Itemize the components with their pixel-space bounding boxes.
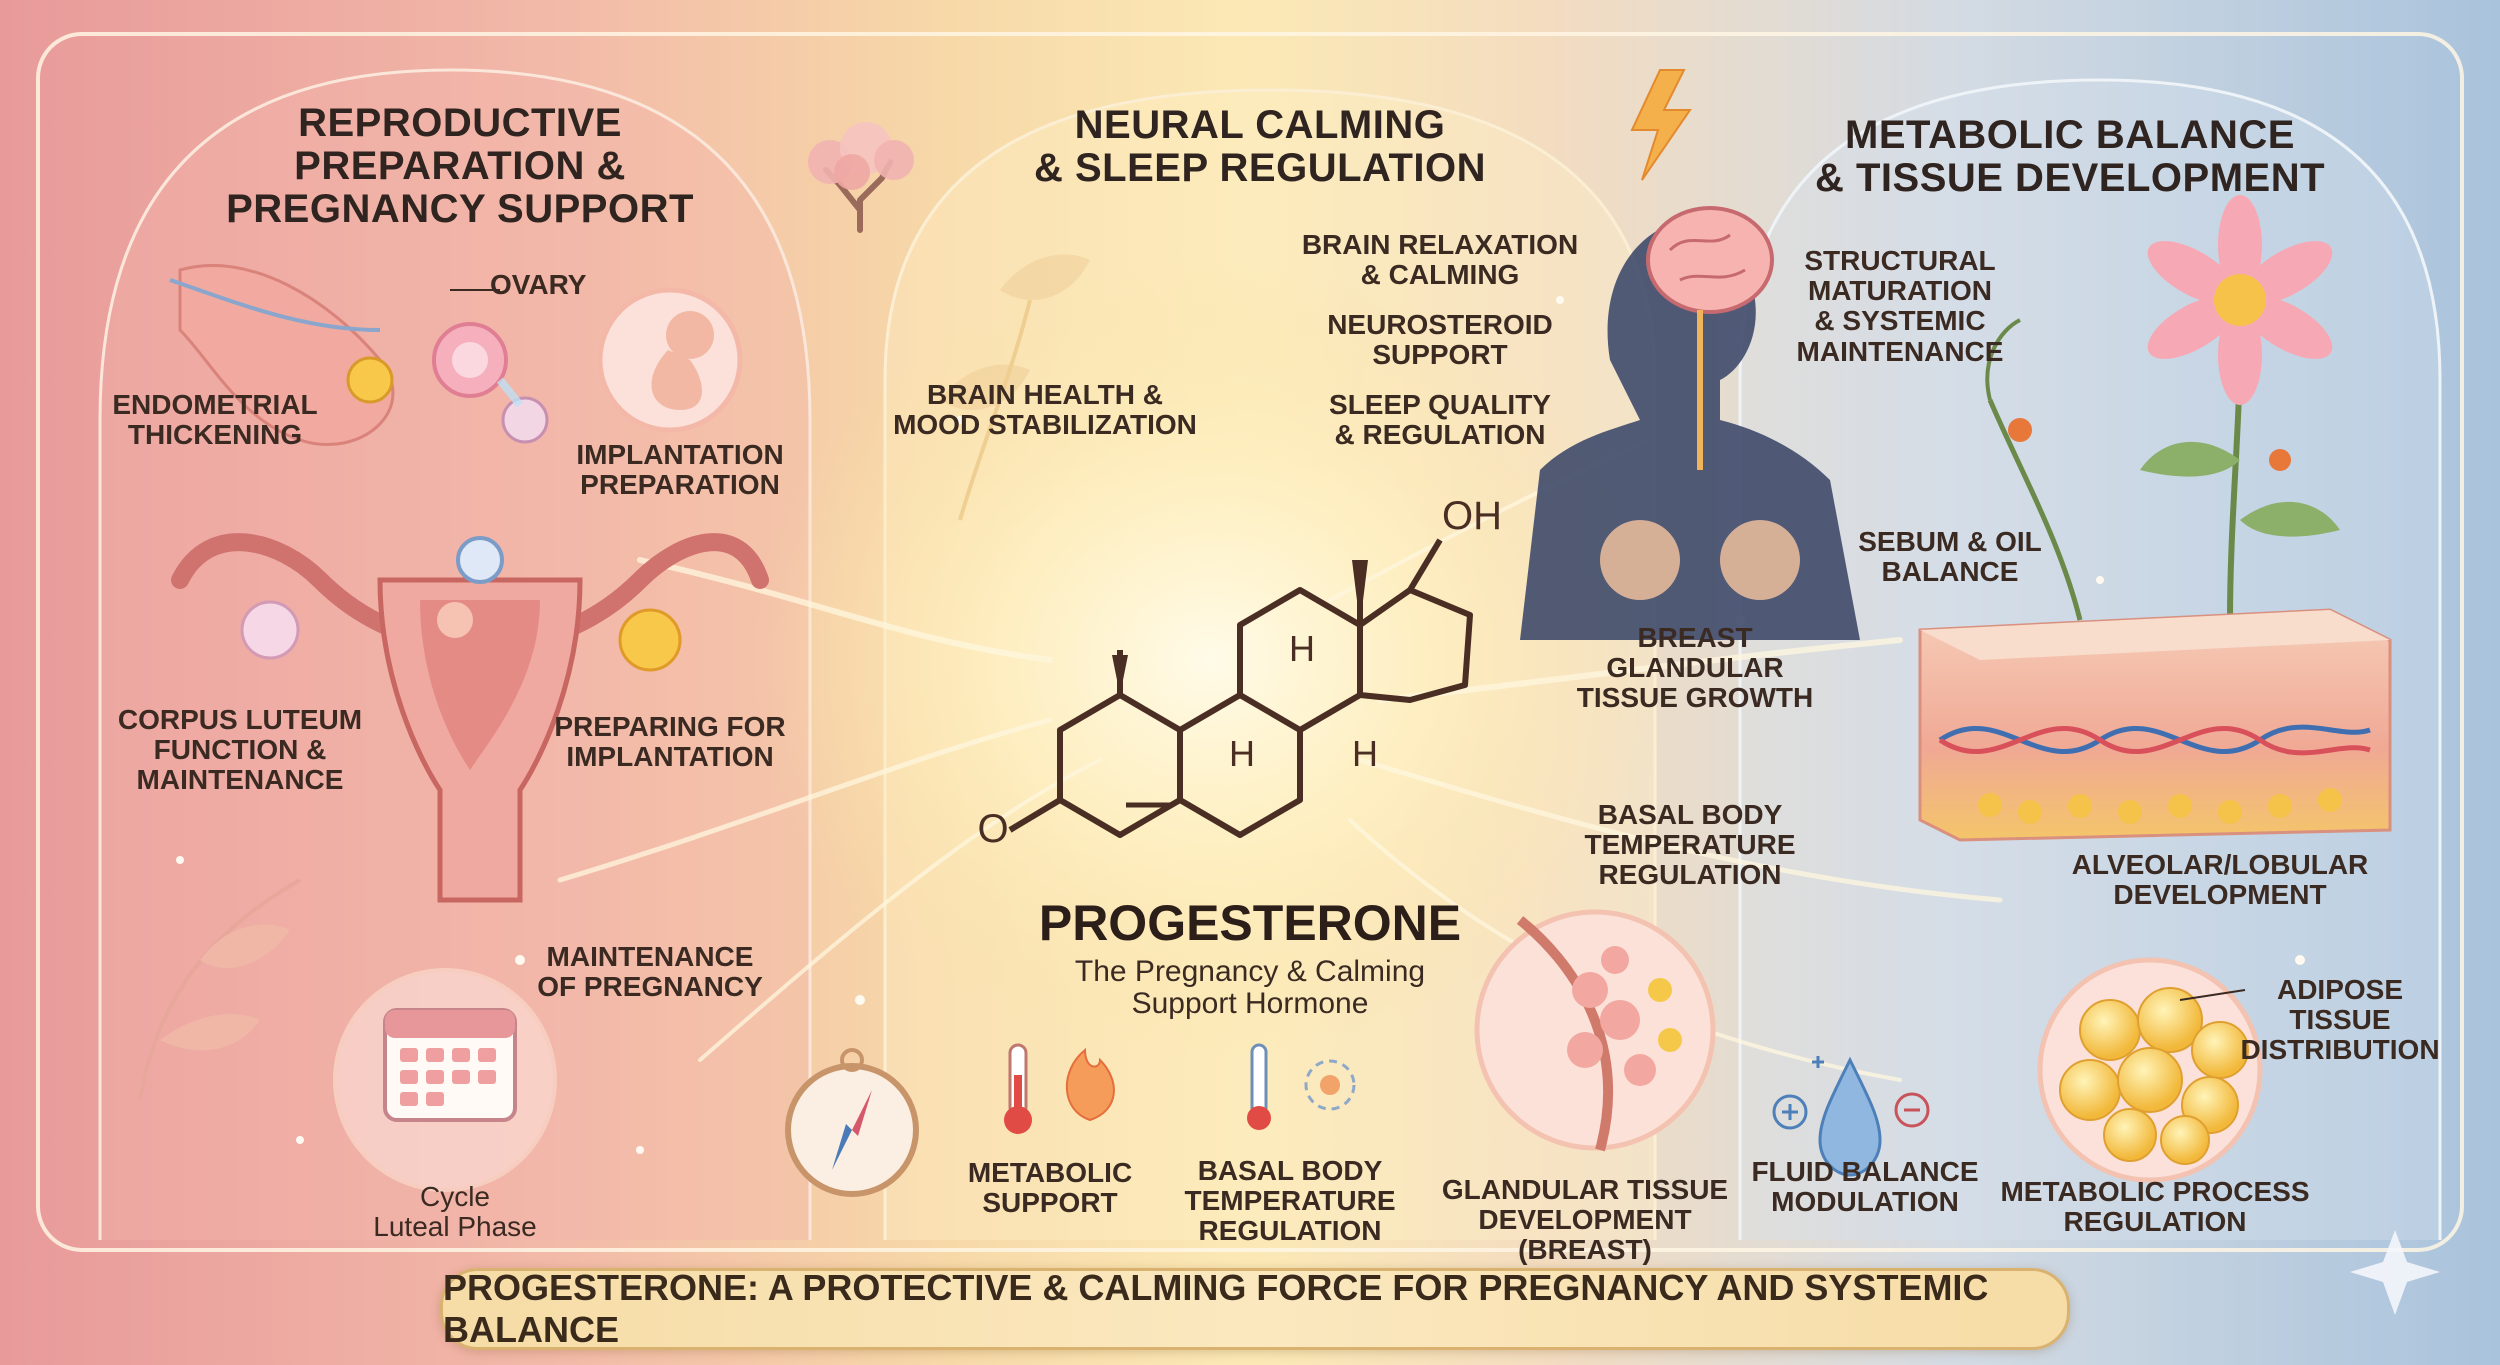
structural-label: STRUCTURAL MATURATION & SYSTEMIC MAINTEN… <box>1796 245 2004 367</box>
flower-icon <box>1985 195 2340 621</box>
preparing-implantation-label: PREPARING FOR IMPLANTATION <box>554 711 786 773</box>
metabolic-support-label: METABOLIC SUPPORT <box>967 1157 1133 1219</box>
molecule-subtitle: The Pregnancy & Calming Support Hormone <box>1074 955 1426 1021</box>
leaf-icon-center <box>940 254 1090 521</box>
brain-silhouette-icon <box>1520 206 1860 640</box>
flame-icon <box>1065 1047 1115 1122</box>
compass-icon <box>785 1048 919 1197</box>
corpus-luteum-label: CORPUS LUTEUM FUNCTION & MAINTENANCE <box>117 704 363 796</box>
atom-oh: OH <box>1442 494 1502 538</box>
maintenance-pregnancy-label: MAINTENANCE OF PREGNANCY <box>537 941 763 1003</box>
molecule-title: PROGESTERONE <box>1038 895 1462 951</box>
basal-body-temp-label-2: BASAL BODY TEMPERATURE REGULATION <box>1184 1155 1396 1247</box>
thermometer-icon <box>1004 1043 1032 1134</box>
calendar-icon <box>333 968 557 1192</box>
tree-icon <box>808 122 914 233</box>
atom-h2: H <box>1229 733 1255 774</box>
uterus-icon <box>171 533 769 903</box>
breast-glandular-label: BREAST GLANDULAR TISSUE GROWTH <box>1576 622 1814 714</box>
fetus-icon <box>597 287 743 433</box>
footer-text: PROGESTERONE: A PROTECTIVE & CALMING FOR… <box>443 1267 1989 1350</box>
ovary-label: OVARY <box>490 269 587 300</box>
implantation-prep-label: IMPLANTATION PREPARATION <box>576 439 784 501</box>
adipose-label: ADIPOSE TISSUE Distribution <box>2240 974 2440 1066</box>
brain-health-label: BRAIN HEALTH & MOOD STABILIZATION <box>893 379 1197 441</box>
skin-layer-icon <box>1918 608 2392 842</box>
sebum-label: SEBUM & OIL BALANCE <box>1858 526 2042 588</box>
right-panel-heading: METABOLIC BALANCE & TISSUE DEVELOPMENT <box>1814 113 2326 201</box>
sparkle-icon <box>2350 1230 2440 1315</box>
sleep-quality-label: SLEEP QUALITY & REGULATION <box>1329 389 1551 451</box>
endometrial-label: ENDOMETRIAL THICKENING <box>112 389 318 451</box>
breast-tissue-icon <box>1474 909 1716 1152</box>
atom-o: O <box>977 807 1009 851</box>
atom-h3: H <box>1352 733 1378 774</box>
atom-h1: H <box>1289 628 1315 669</box>
footer-banner: PROGESTERONE: A PROTECTIVE & CALMING FOR… <box>440 1267 2070 1350</box>
brain-relaxation-label: BRAIN RELAXATION & CALMING <box>1301 229 1579 291</box>
leaf-icon <box>138 878 301 1101</box>
thermometer-icon-2 <box>1247 1043 1356 1130</box>
adipose-cells-icon <box>2037 957 2263 1183</box>
alveolar-label: ALVEOLAR/LOBULAR DEVELOPMENT <box>2071 849 2369 911</box>
basal-body-temp-label-1: BASAL BODY TEMPERATURE REGULATION <box>1584 799 1796 891</box>
metabolic-process-label: METABOLIC PROCESS REGULATION <box>2000 1176 2310 1238</box>
cycle-label: Cycle Luteal Phase <box>373 1181 537 1243</box>
lightning-icon <box>1630 69 1692 181</box>
dna-icon <box>1938 724 2371 756</box>
fluid-balance-label: FLUID BALANCE MODULATION <box>1751 1156 1979 1218</box>
left-panel-heading: REPRODUCTIVE PREPARATION & PREGNANCY SUP… <box>226 101 694 232</box>
center-panel-heading: NEURAL CALMING & SLEEP REGULATION <box>1033 103 1486 191</box>
glandular-tissue-label: GLANDULAR TISSUE DEVELOPMENT (Breast) <box>1441 1174 1729 1266</box>
ovary-icon <box>169 264 549 446</box>
water-drop-icon <box>1772 1056 1930 1177</box>
neurosteroid-label: NEUROSTEROID SUPPORT <box>1327 309 1553 371</box>
